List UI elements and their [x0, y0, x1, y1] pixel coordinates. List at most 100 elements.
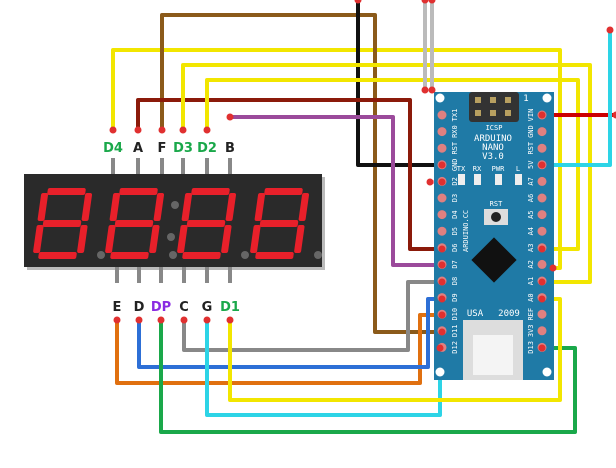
wires: [111, 0, 616, 434]
decimal-point: [169, 251, 177, 259]
header-pin: [537, 143, 547, 153]
icsp-label: ICSP: [486, 124, 503, 132]
pin-label-top: B: [225, 141, 235, 156]
wire: [136, 98, 442, 251]
left-pin-label: D9: [451, 293, 459, 301]
pin1-label: 1: [523, 94, 528, 104]
wire-end: [438, 161, 446, 169]
led-label: L: [516, 165, 520, 173]
right-pin-label: A6: [527, 194, 535, 202]
icsp-pin: [505, 110, 511, 116]
wire: [160, 13, 442, 334]
wire: [181, 63, 592, 284]
segment: [250, 225, 261, 253]
header-pin: [537, 226, 547, 236]
pin-leg: [136, 158, 140, 174]
wire-end: [180, 316, 188, 324]
icsp-pin: [490, 110, 496, 116]
wire-end: [421, 86, 429, 94]
header-pin: [437, 110, 447, 120]
wire-end: [438, 278, 446, 286]
led-label: RX: [473, 165, 482, 173]
led: [458, 174, 465, 185]
segment: [225, 193, 237, 221]
wire-end: [438, 311, 446, 319]
header-pin: [437, 127, 447, 137]
segment: [109, 193, 121, 221]
icsp-pin: [475, 110, 481, 116]
left-pin-label: D8: [451, 277, 459, 285]
wire-end: [134, 126, 142, 134]
header-pin: [437, 143, 447, 153]
wire-end: [179, 126, 187, 134]
left-pin-label: D2: [451, 177, 459, 185]
pin-leg: [205, 267, 209, 283]
pin-label-bottom: D: [134, 300, 145, 315]
led: [495, 174, 502, 185]
decimal-point: [241, 251, 249, 259]
wire-end: [426, 178, 434, 186]
pin-label-bottom: DP: [151, 300, 171, 315]
right-pin-label: A3: [527, 244, 535, 252]
wire: [356, 0, 442, 167]
right-pin-label: GND: [527, 125, 535, 138]
pin-label-bottom: C: [179, 300, 189, 315]
led: [515, 174, 522, 185]
wire: [182, 280, 442, 352]
pin-leg: [160, 158, 164, 174]
pin-leg: [111, 158, 115, 174]
digit: [250, 188, 310, 259]
icsp-pin: [505, 97, 511, 103]
right-pin-label: A1: [527, 277, 535, 285]
rst-label: RST: [490, 200, 503, 208]
segment: [255, 252, 294, 259]
segment: [110, 252, 149, 259]
wire-end: [135, 316, 143, 324]
left-pin-label: GND: [451, 158, 459, 171]
left-pin-label: D4: [451, 210, 459, 218]
left-pin-label: RX0: [451, 125, 459, 138]
wire-end: [354, 0, 362, 4]
wire-end: [538, 245, 546, 253]
wire-end: [538, 278, 546, 286]
mounting-hole: [435, 93, 445, 103]
wire-end: [538, 344, 546, 352]
segment: [105, 225, 116, 253]
segment: [221, 225, 232, 253]
digit: [33, 188, 93, 259]
year-label: 2009: [498, 309, 520, 319]
header-pin: [537, 193, 547, 203]
wire-ends: [109, 0, 616, 352]
segment: [153, 193, 165, 221]
usa-label: USA: [467, 309, 484, 319]
pin-leg: [159, 267, 163, 283]
reset-button-knob: [491, 212, 501, 222]
right-pin-label: 5V: [527, 160, 535, 169]
segment: [119, 188, 158, 195]
segment: [264, 188, 303, 195]
pin-label-bottom: E: [113, 300, 122, 315]
header-pin: [537, 127, 547, 137]
left-pin-label: D11: [451, 324, 459, 337]
wire-end: [203, 126, 211, 134]
wire: [111, 48, 562, 270]
wire: [230, 115, 442, 267]
wire-end: [436, 344, 444, 352]
wire: [542, 30, 612, 167]
wire: [205, 78, 580, 251]
wire-end: [606, 26, 614, 34]
header-pin: [537, 210, 547, 220]
segment: [114, 220, 154, 227]
wire-end: [113, 316, 121, 324]
left-pin-label: D6: [451, 244, 459, 252]
wire-end: [428, 86, 436, 94]
website-label: ARDUINO.CC: [462, 210, 470, 252]
wire-end: [158, 126, 166, 134]
pin-leg: [228, 158, 232, 174]
left-pin-label: D7: [451, 260, 459, 268]
wire-end: [428, 0, 436, 4]
wire: [205, 320, 442, 417]
pin-label-top: D4: [103, 141, 123, 156]
